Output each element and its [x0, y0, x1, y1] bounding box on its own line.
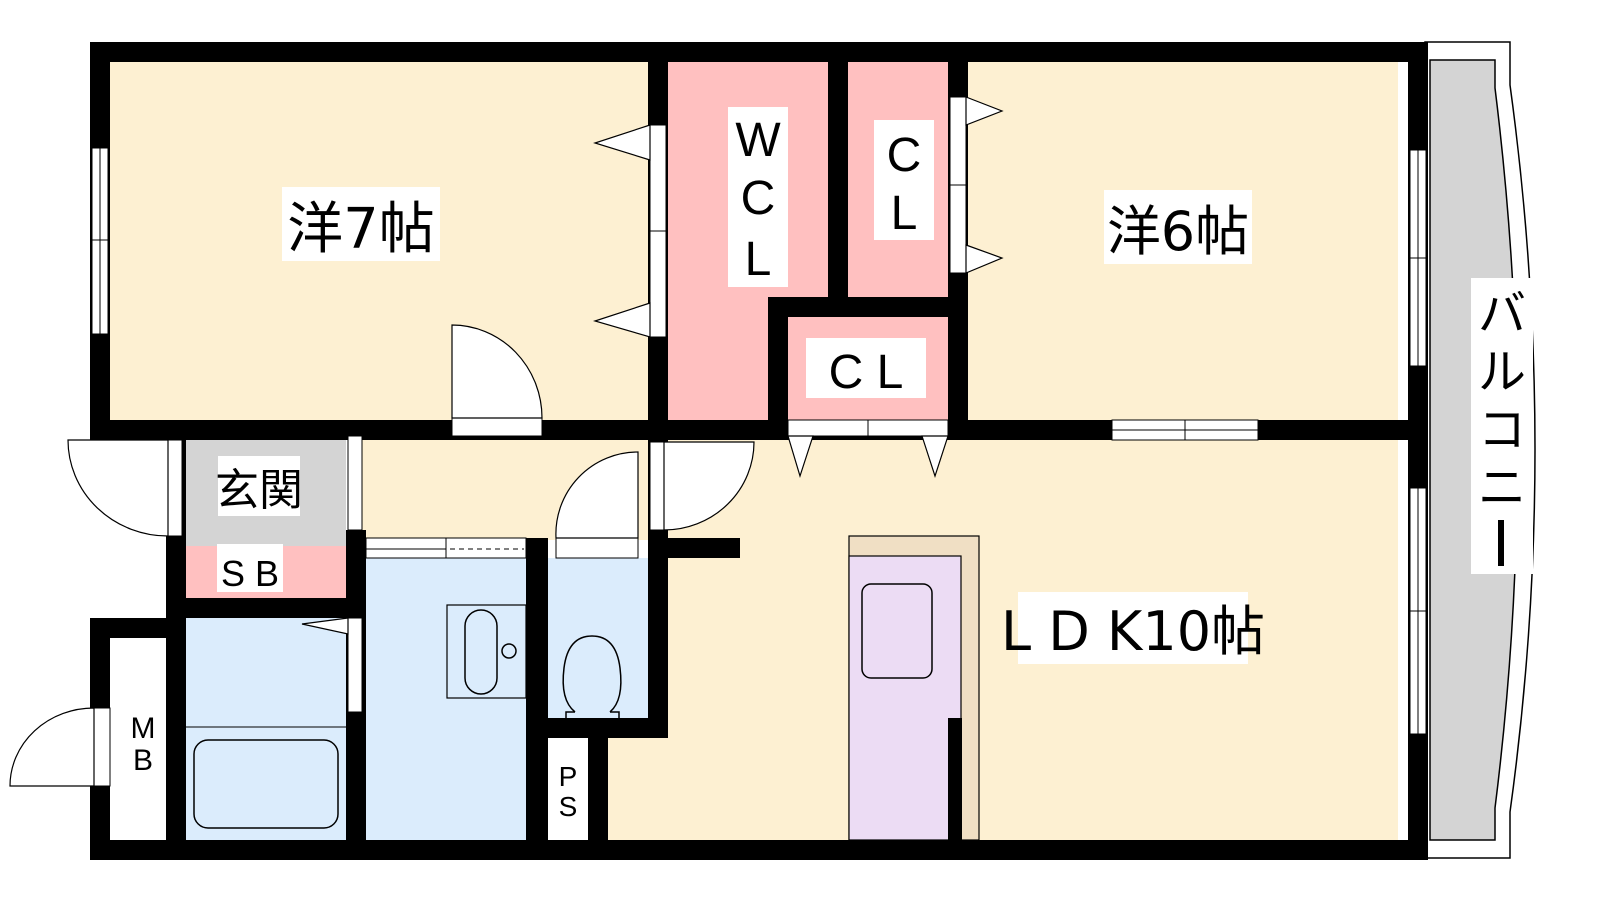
label-pipe-space: P S [559, 761, 578, 822]
sliding-door-washroom[interactable] [365, 537, 527, 559]
bathroom-folding-door[interactable] [301, 617, 363, 713]
cl-lower-folding-door[interactable] [787, 419, 949, 479]
label-balcony-long-vowel [1498, 520, 1504, 566]
label-balcony-ni: ニ [1478, 460, 1526, 516]
wash-basin-icon [446, 604, 527, 699]
meter-box-area [118, 638, 168, 840]
label-cl-upper-c: C [887, 129, 922, 182]
label-balcony: バ ル コ ニ ー [1471, 278, 1533, 574]
label-entrance: 玄関 [215, 456, 303, 516]
label-cl-lower: C L [806, 338, 926, 399]
sliding-door-room6-ldk[interactable] [1111, 419, 1259, 441]
room7-door[interactable] [451, 324, 543, 437]
label-balcony-dash: ー [1502, 561, 1503, 563]
label-cl-upper: C L [874, 120, 934, 240]
label-pipe-space-s: S [559, 791, 578, 822]
window-east-ldk[interactable] [1409, 487, 1427, 735]
label-balcony-ru: ル [1478, 344, 1526, 400]
wcl-folding-door[interactable] [592, 124, 667, 338]
label-shoe-box: S B [217, 544, 283, 594]
meter-box-door[interactable] [9, 707, 111, 787]
front-door[interactable] [67, 439, 183, 537]
label-meter-box: M B [131, 712, 156, 777]
sink-icon [861, 583, 933, 679]
label-shoe-box-text: S B [221, 553, 279, 594]
label-wcl: W C L [728, 107, 788, 287]
label-western7: 洋7帖 [282, 187, 440, 262]
label-wcl-l: L [745, 233, 772, 286]
label-entrance-text: 玄関 [215, 465, 303, 516]
toilet-room [548, 558, 648, 718]
label-wcl-c: C [741, 172, 776, 225]
label-meter-box-b: B [133, 744, 153, 777]
bathroom [186, 618, 346, 840]
ldk-room-lower-left [608, 718, 658, 840]
cl-upper-folding-door[interactable] [949, 96, 1004, 274]
label-balcony-ba: バ [1478, 286, 1526, 342]
label-western7-text: 洋7帖 [287, 197, 435, 262]
label-wcl-w: W [735, 114, 781, 167]
kitchen-counter [848, 535, 980, 841]
label-western6: 洋6帖 [1104, 190, 1252, 264]
toilet-door[interactable] [555, 451, 639, 559]
ldk-door[interactable] [649, 441, 755, 531]
label-cl-lower-text: C L [829, 346, 904, 399]
label-ldk-text: L D K10帖 [1001, 600, 1265, 663]
pipe-space-area [548, 738, 588, 840]
window-west-room7[interactable] [91, 147, 109, 335]
label-pipe-space-p: P [559, 761, 578, 792]
window-east-room6[interactable] [1409, 149, 1427, 367]
bathtub-icon [193, 739, 339, 829]
entrance-side-door [347, 435, 363, 531]
label-balcony-ko: コ [1478, 402, 1526, 458]
washroom [366, 558, 526, 840]
label-western6-text: 洋6帖 [1107, 200, 1249, 263]
toilet-icon [562, 635, 622, 718]
label-cl-upper-l: L [891, 187, 918, 240]
label-meter-box-m: M [131, 712, 156, 745]
label-ldk: L D K10帖 [1001, 592, 1265, 664]
